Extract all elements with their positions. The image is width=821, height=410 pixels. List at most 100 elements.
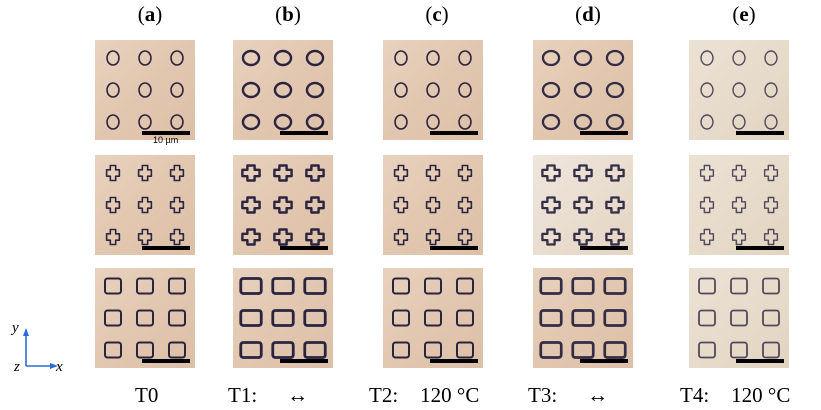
- cross-feature: [105, 228, 121, 246]
- cross-feature: [699, 228, 715, 246]
- circle-feature: [106, 50, 120, 66]
- circle-feature: [573, 113, 593, 131]
- circle-feature: [605, 49, 625, 67]
- circle-feature: [170, 82, 184, 98]
- cross-feature: [305, 164, 325, 182]
- column-label-a: (a): [137, 2, 163, 26]
- circle-feature: [394, 82, 408, 98]
- square-feature: [603, 277, 627, 295]
- square-feature: [698, 341, 716, 359]
- circle-feature: [700, 50, 714, 66]
- scale-bar: [736, 359, 784, 363]
- column-label-c: (c): [425, 2, 449, 26]
- scale-bar: [430, 359, 478, 363]
- cross-feature: [541, 228, 561, 246]
- horizontal-arrow-icon: ↔: [287, 383, 309, 407]
- square-feature: [136, 309, 154, 327]
- square-feature: [539, 309, 563, 327]
- micrograph-circle-c: [383, 40, 483, 140]
- cross-feature: [605, 228, 625, 246]
- square-feature: [239, 309, 263, 327]
- cross-feature: [273, 196, 293, 214]
- axis-label-z: z: [14, 359, 20, 375]
- circle-feature: [426, 82, 440, 98]
- circle-feature: [305, 113, 325, 131]
- square-feature: [392, 309, 410, 327]
- circle-feature: [241, 81, 261, 99]
- cross-feature: [393, 196, 409, 214]
- circle-feature: [605, 81, 625, 99]
- cross-feature: [393, 228, 409, 246]
- circle-feature: [700, 82, 714, 98]
- circle-feature: [305, 81, 325, 99]
- circle-feature: [764, 114, 778, 130]
- condition-label-t1: T1:↔: [228, 383, 309, 407]
- square-feature: [456, 277, 474, 295]
- square-feature: [730, 277, 748, 295]
- scale-bar: [430, 246, 478, 250]
- horizontal-arrow-icon: ↔: [587, 383, 609, 407]
- circle-feature: [273, 113, 293, 131]
- square-feature: [271, 341, 295, 359]
- cross-feature: [305, 228, 325, 246]
- square-feature: [571, 277, 595, 295]
- scale-bar: [580, 359, 628, 363]
- cross-feature: [169, 228, 185, 246]
- cross-feature: [763, 228, 779, 246]
- cross-feature: [137, 164, 153, 182]
- circle-feature: [541, 113, 561, 131]
- circle-feature: [573, 81, 593, 99]
- circle-feature: [138, 114, 152, 130]
- square-feature: [730, 309, 748, 327]
- cross-feature: [605, 196, 625, 214]
- cross-feature: [425, 164, 441, 182]
- circle-feature: [241, 49, 261, 67]
- cross-feature: [731, 196, 747, 214]
- scale-bar: [430, 131, 478, 135]
- square-feature: [571, 341, 595, 359]
- cross-feature: [457, 196, 473, 214]
- scale-bar: [580, 131, 628, 135]
- circle-feature: [394, 50, 408, 66]
- square-feature: [104, 309, 122, 327]
- circle-feature: [541, 49, 561, 67]
- cross-feature: [393, 164, 409, 182]
- square-feature: [136, 341, 154, 359]
- scale-bar-label: 10 µm: [153, 135, 179, 145]
- cross-feature: [699, 196, 715, 214]
- circle-feature: [138, 82, 152, 98]
- square-feature: [603, 341, 627, 359]
- cross-feature: [105, 164, 121, 182]
- square-feature: [539, 341, 563, 359]
- square-feature: [104, 341, 122, 359]
- square-feature: [698, 277, 716, 295]
- circle-feature: [458, 50, 472, 66]
- micrograph-cross-a: [95, 155, 195, 255]
- axis-label-x: x: [56, 359, 63, 375]
- circle-feature: [700, 114, 714, 130]
- cross-feature: [605, 164, 625, 182]
- circle-feature: [241, 113, 261, 131]
- cross-feature: [169, 196, 185, 214]
- circle-feature: [732, 50, 746, 66]
- scale-bar: [280, 131, 328, 135]
- axis-label-y: y: [12, 320, 19, 336]
- scale-bar: [142, 131, 190, 135]
- scale-bar: [280, 359, 328, 363]
- scale-bar: [142, 246, 190, 250]
- scale-bar: [580, 246, 628, 250]
- circle-feature: [573, 49, 593, 67]
- condition-label-t0: T0: [135, 383, 159, 407]
- condition-label-t4: T4:120 °C: [680, 383, 791, 407]
- cross-feature: [273, 228, 293, 246]
- square-feature: [239, 341, 263, 359]
- circle-feature: [458, 114, 472, 130]
- micrograph-square-c: [383, 268, 483, 368]
- circle-feature: [732, 114, 746, 130]
- cross-feature: [105, 196, 121, 214]
- square-feature: [762, 277, 780, 295]
- square-feature: [424, 277, 442, 295]
- square-feature: [392, 277, 410, 295]
- cross-feature: [137, 196, 153, 214]
- axes-icon: [23, 328, 58, 369]
